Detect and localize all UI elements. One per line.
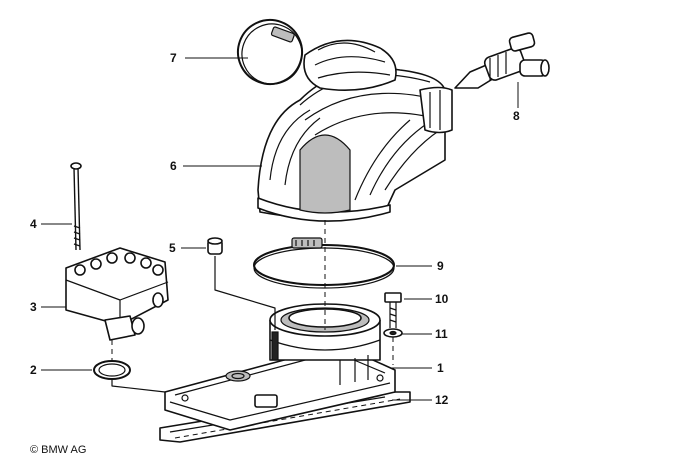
part-2-o-ring[interactable] (93, 360, 131, 380)
callout-2: 2 (30, 363, 37, 377)
part-4-bolt[interactable] (70, 162, 82, 251)
callout-7: 7 (170, 51, 177, 65)
part-10-screw[interactable] (384, 292, 402, 328)
callout-4: 4 (30, 217, 37, 231)
part-9-hose-clamp[interactable] (253, 237, 395, 289)
assembly-guides (111, 220, 394, 393)
part-5-cap[interactable] (207, 237, 223, 255)
part-8-t-connector[interactable] (454, 32, 550, 89)
callout-6: 6 (170, 159, 177, 173)
part-11-washer[interactable] (383, 328, 403, 338)
part-7-hose-clamp[interactable] (227, 9, 312, 94)
callout-5: 5 (169, 241, 176, 255)
callout-12: 12 (435, 393, 449, 407)
callout-11: 11 (435, 327, 448, 341)
part-6-intake-bellows[interactable] (257, 39, 453, 222)
copyright-notice: © BMW AG (30, 444, 87, 456)
callout-10: 10 (435, 292, 449, 306)
part-3-housing[interactable] (65, 247, 169, 341)
callout-8: 8 (513, 109, 520, 123)
callout-3: 3 (30, 300, 37, 314)
callout-9: 9 (437, 259, 444, 273)
callout-1: 1 (437, 361, 444, 375)
leader-lines (41, 57, 519, 401)
